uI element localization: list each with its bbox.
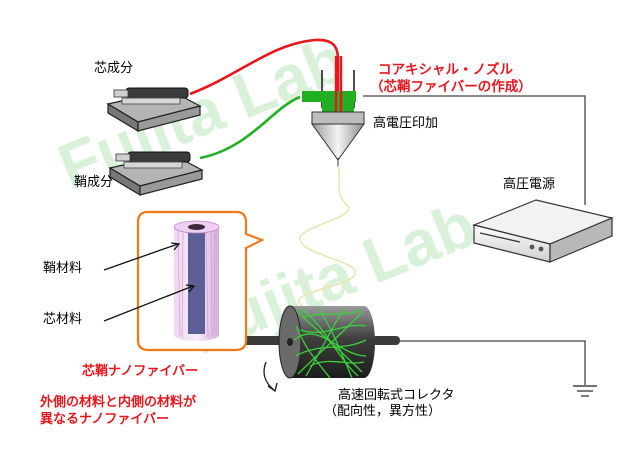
hv-power-supply-label: 高圧電源 — [503, 177, 556, 192]
coaxial-nozzle-label: コアキシャル・ノズル — [378, 62, 513, 78]
core-material-label: 芯材料 — [43, 312, 83, 327]
core-syringe-pump-icon — [106, 87, 202, 133]
material-arrows — [103, 242, 196, 322]
nanofiber-jet — [297, 165, 357, 323]
collector-sublabel: （配向性，異方性） — [324, 404, 442, 419]
ground-symbol-icon — [573, 385, 597, 397]
collector-label: 高速回転式コレクタ — [338, 388, 455, 403]
ground-wire — [392, 340, 586, 385]
coaxial-nozzle-subtitle: （芯鞘ファイバーの作成） — [370, 79, 532, 95]
core-feed-line — [189, 38, 340, 96]
high-voltage-wire — [363, 95, 586, 205]
rotating-collector-icon — [234, 305, 400, 393]
description-line-1: 外側の材料と内側の材料が — [40, 395, 197, 410]
sheath-feed-line — [199, 95, 301, 160]
nanofiber-label: 芯鞘ナノファイバー — [82, 364, 199, 379]
hv-power-supply-icon — [472, 199, 614, 263]
core-component-label: 芯成分 — [94, 61, 134, 76]
coaxial-nozzle-icon — [302, 56, 365, 166]
high-voltage-label: 高電圧印加 — [373, 116, 439, 131]
description-line-2: 異なるナノファイバー — [40, 412, 170, 427]
core-sheath-fiber-icon — [173, 220, 220, 341]
rotation-arrow-icon — [263, 361, 275, 391]
sheath-material-label: 鞘材料 — [43, 261, 83, 276]
sheath-syringe-pump-icon — [108, 151, 204, 197]
sheath-component-label: 鞘成分 — [74, 175, 114, 190]
